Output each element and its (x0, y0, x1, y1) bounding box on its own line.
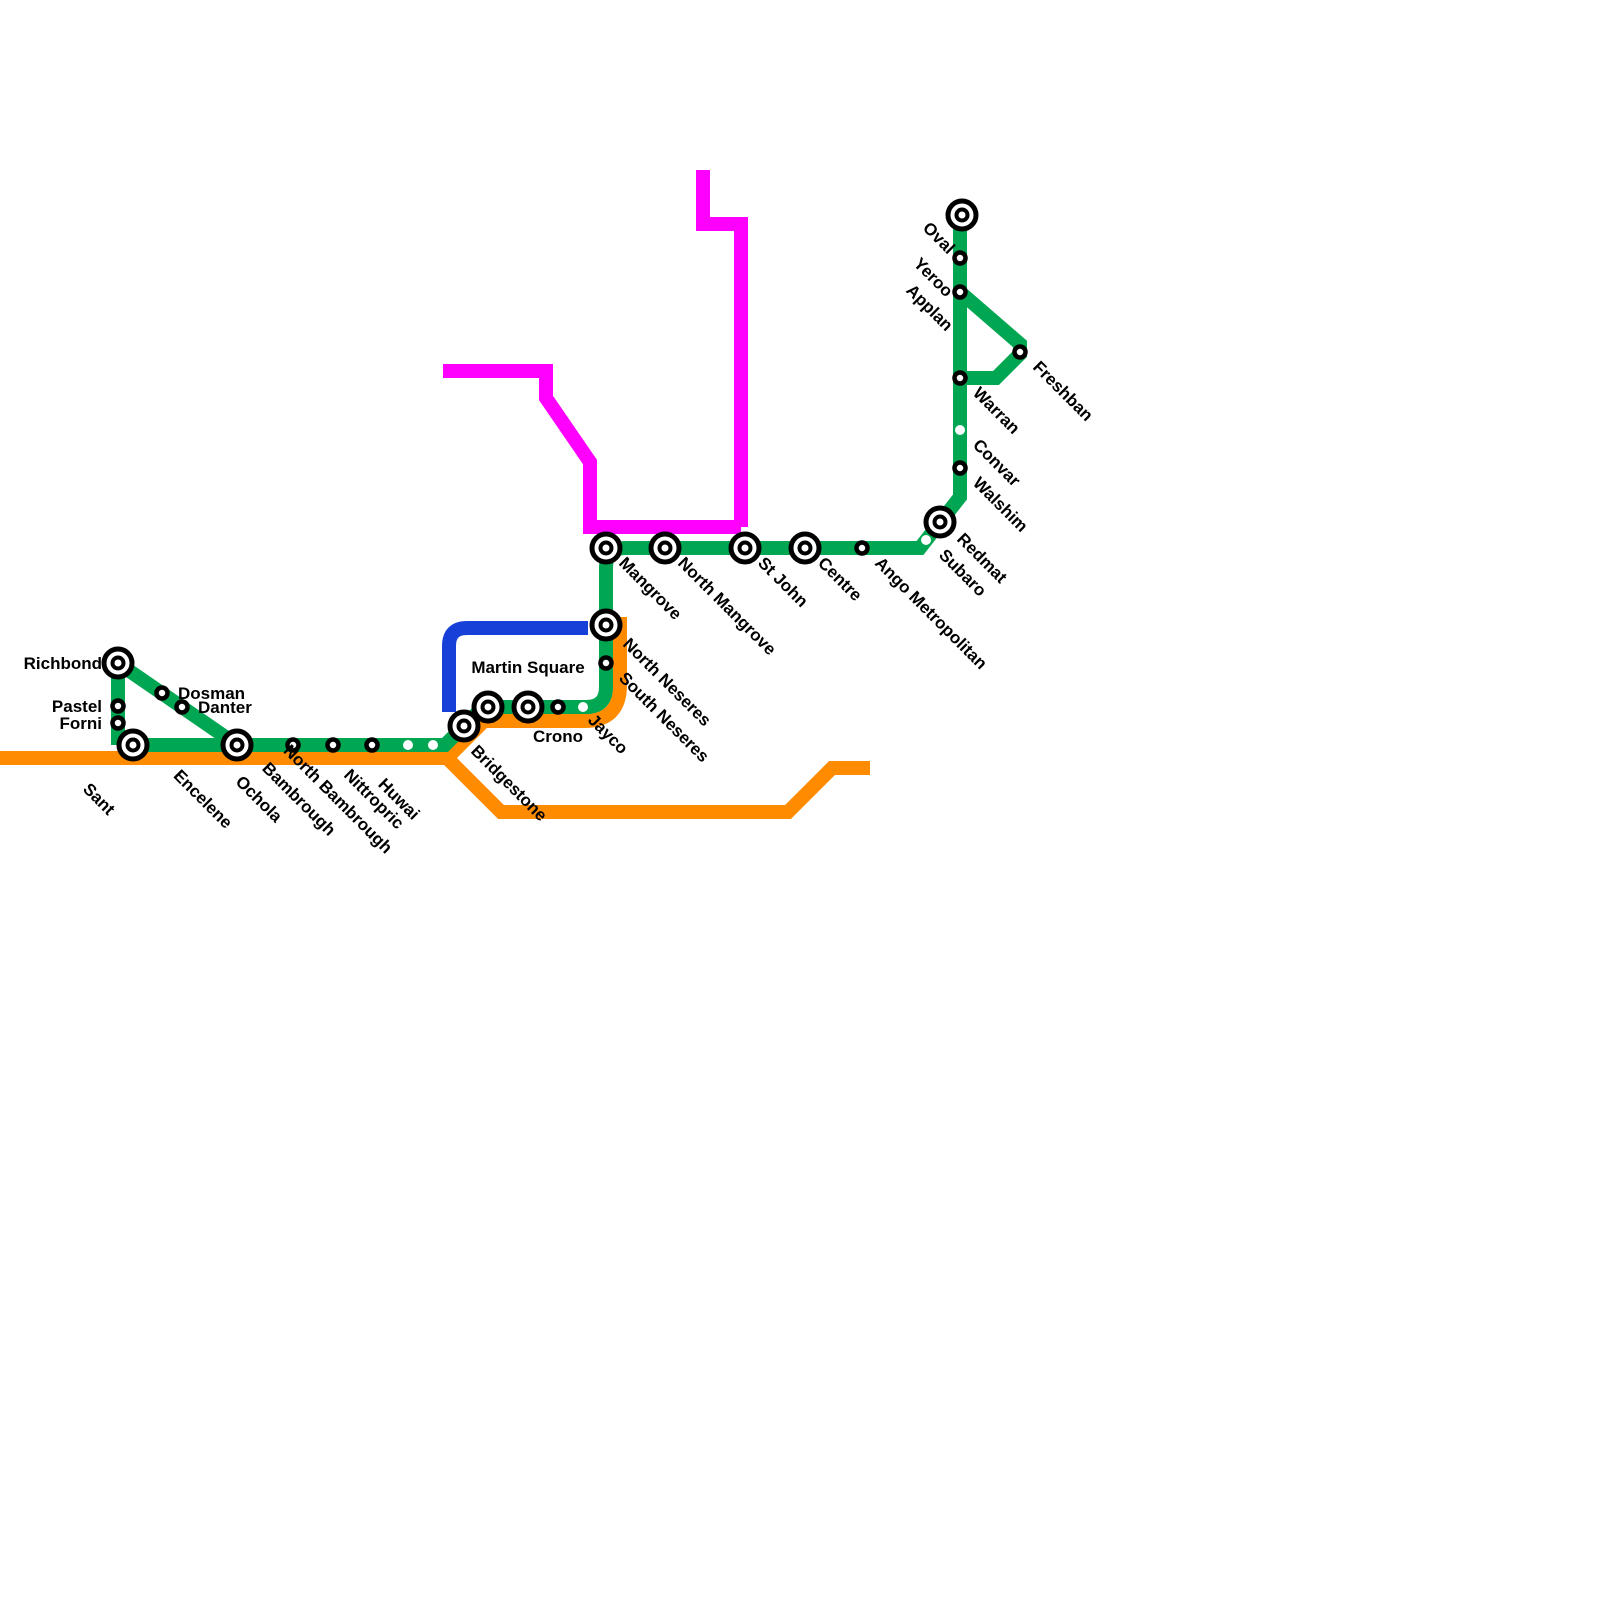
station-label: Mangrove (615, 553, 685, 623)
station-label: Danter (198, 698, 252, 717)
station-label: Freshban (1029, 357, 1097, 425)
station-marker-stop (952, 250, 968, 266)
station-marker-minor (403, 740, 413, 750)
station-marker-interchange-inner (797, 540, 813, 556)
station-label: Dosman (178, 684, 245, 703)
station-label: Forni (60, 714, 103, 733)
station-marker-stop (174, 699, 190, 715)
station-marker-minor (428, 740, 438, 750)
route-line-magenta (443, 364, 741, 534)
route-line-orange (442, 617, 627, 763)
station-label: Martin Square (471, 658, 584, 677)
station-marker-stop (952, 284, 968, 300)
station-marker-stop (110, 698, 126, 714)
station-marker-stop (952, 370, 968, 386)
route-line-orange (0, 751, 870, 819)
station-marker-interchange-inner (737, 540, 753, 556)
station-marker-minor (955, 425, 965, 435)
station-marker-stop (1012, 344, 1028, 360)
route-line-green (955, 286, 1027, 385)
station-marker-interchange-inner (456, 718, 472, 734)
station-marker-stop (364, 737, 380, 753)
station-marker-interchange-inner (110, 655, 126, 671)
station-marker-interchange-inner (932, 514, 948, 530)
station-label: Warran (969, 383, 1023, 437)
station-marker-interchange-inner (598, 540, 614, 556)
station-label: Sant (79, 779, 119, 819)
route-line-blue (442, 621, 588, 712)
station-label: Richbond (24, 654, 102, 673)
station-marker-interchange-inner (520, 699, 536, 715)
station-marker-minor (578, 702, 588, 712)
station-marker-interchange-inner (657, 540, 673, 556)
station-marker-minor (921, 535, 931, 545)
station-label: Walshim (969, 473, 1031, 535)
station-marker-stop (154, 685, 170, 701)
station-marker-interchange-inner (480, 699, 496, 715)
station-marker-stop (598, 655, 614, 671)
station-label: Crono (533, 727, 583, 746)
station-marker-stop (550, 699, 566, 715)
station-marker-stop (110, 715, 126, 731)
station-marker-stop (854, 540, 870, 556)
station-label: Pastel (52, 697, 102, 716)
station-marker-interchange-inner (954, 207, 970, 223)
station-label: Encelene (170, 766, 236, 832)
station-marker-stop (952, 460, 968, 476)
station-marker-interchange-inner (598, 617, 614, 633)
station-marker-interchange-inner (229, 737, 245, 753)
route-line-magenta (696, 170, 748, 527)
station-marker-stop (325, 737, 341, 753)
station-label: Centre (814, 553, 866, 605)
station-marker-interchange-inner (125, 737, 141, 753)
station-marker-stop (285, 737, 301, 753)
